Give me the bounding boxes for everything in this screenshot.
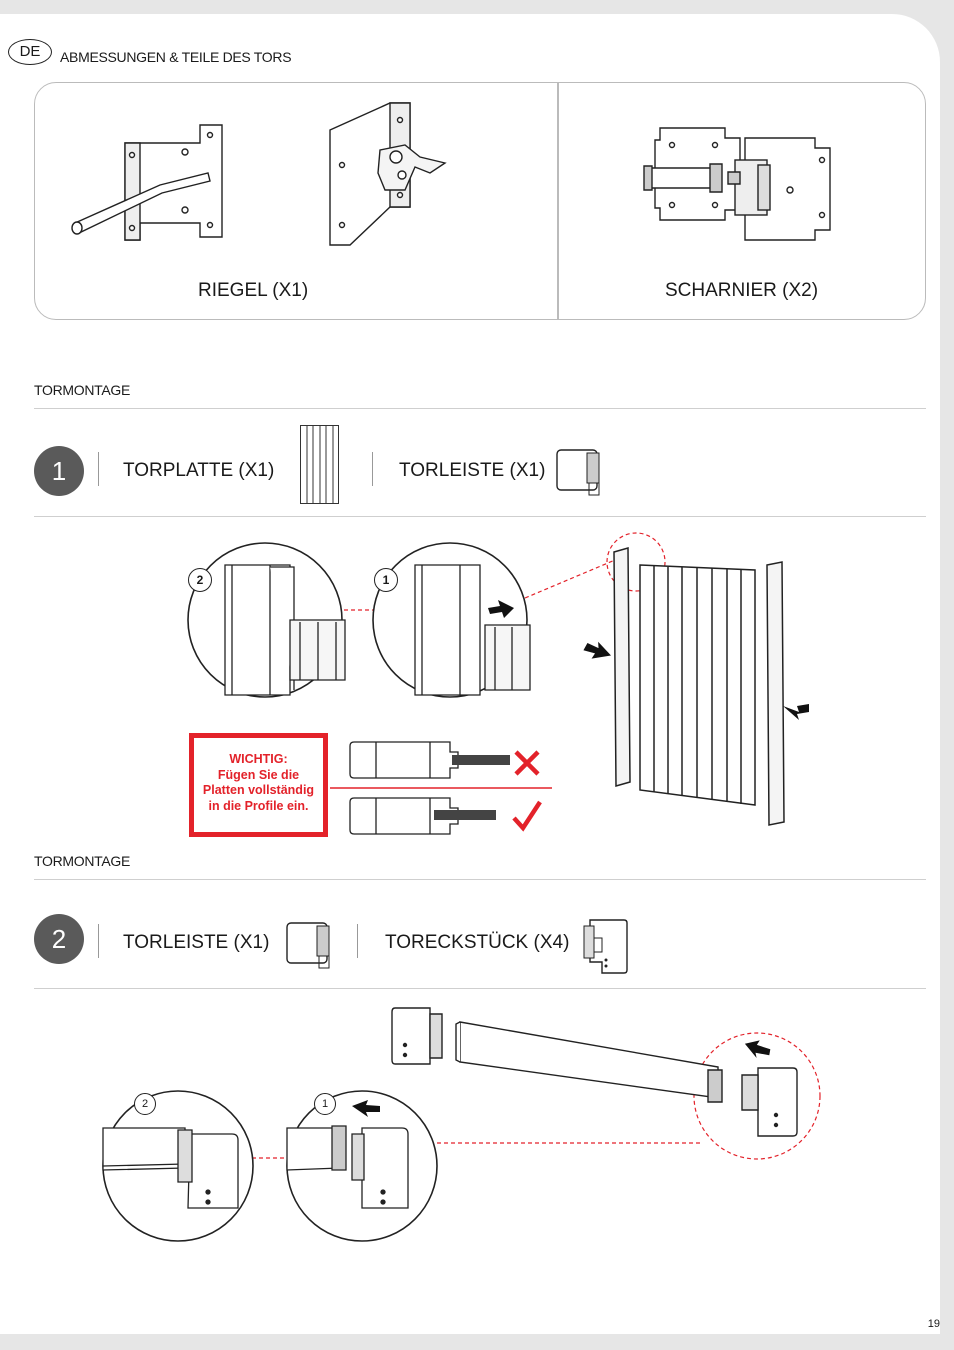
panel-icon — [300, 425, 339, 504]
part-label-hinge: SCHARNIER (X2) — [665, 280, 819, 301]
insertion-comparison-illustration — [330, 741, 552, 835]
warning-box: WICHTIG: Fügen Sie die Platten vollständ… — [189, 733, 328, 837]
page-number: 19 — [927, 1318, 940, 1330]
parts-box — [34, 82, 926, 320]
separator — [98, 924, 99, 958]
language-badge: DE — [8, 39, 52, 65]
warning-line: in die Profile ein. — [208, 798, 309, 813]
section-rule — [34, 879, 926, 880]
separator — [98, 452, 99, 486]
item-label-gate-profile: TORLEISTE (X1) — [399, 460, 546, 481]
section-rule — [34, 988, 926, 989]
part-label-latch: RIEGEL (X1) — [198, 280, 309, 301]
step-number-2: 2 — [34, 914, 84, 964]
item-label-corner-piece: TORECKSTÜCK (X4) — [385, 932, 570, 953]
step-number-1: 1 — [34, 446, 84, 496]
profile-icon — [286, 922, 330, 969]
warning-line: Fügen Sie die — [217, 767, 300, 782]
section-title-2: TORMONTAGE — [34, 853, 131, 869]
detail-number-1: 1 — [374, 568, 398, 592]
separator — [357, 924, 358, 958]
page-title: ABMESSUNGEN & TEILE DES TORS — [60, 49, 292, 65]
latch-illustration — [71, 102, 447, 246]
hinge-illustration — [643, 127, 831, 241]
detail-number-1: 1 — [314, 1093, 336, 1115]
item-label-gate-panel: TORPLATTE (X1) — [123, 460, 275, 481]
parts-divider — [557, 82, 559, 320]
section-title-1: TORMONTAGE — [34, 382, 131, 398]
section-rule — [34, 516, 926, 517]
profile-icon — [556, 449, 600, 496]
section-rule — [34, 408, 926, 409]
warning-title: WICHTIG: — [229, 752, 288, 766]
detail-number-2: 2 — [188, 568, 212, 592]
detail-number-2: 2 — [134, 1093, 156, 1115]
corner-piece-icon — [583, 919, 628, 974]
item-label-gate-profile: TORLEISTE (X1) — [123, 932, 270, 953]
separator — [372, 452, 373, 486]
warning-line: Platten vollständig — [202, 783, 315, 797]
